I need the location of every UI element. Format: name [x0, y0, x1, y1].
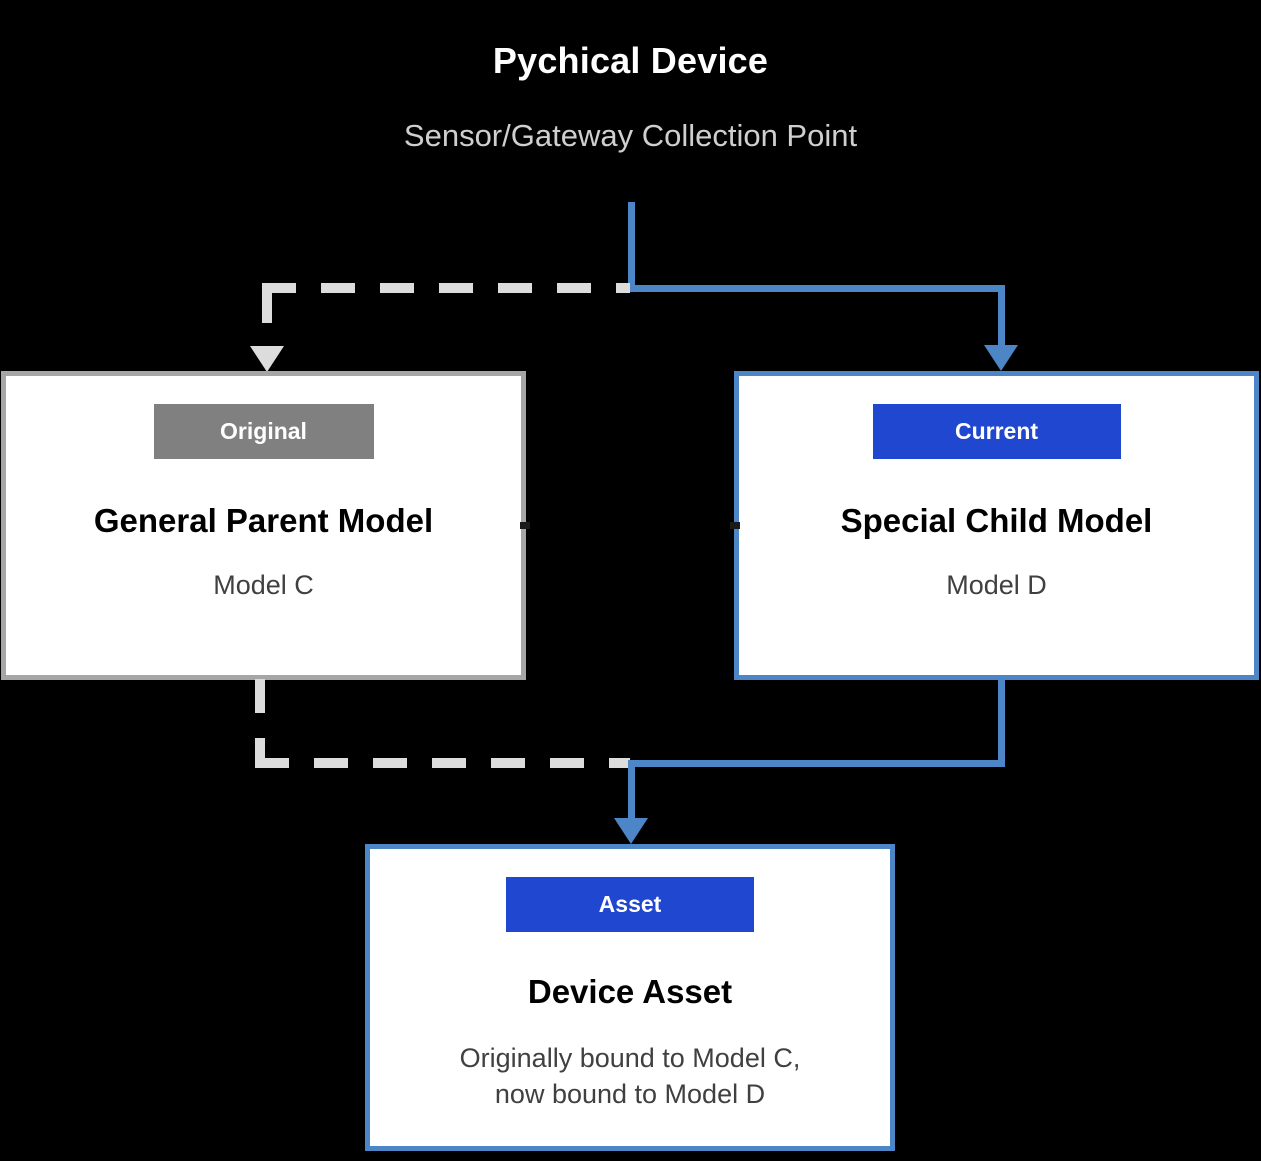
node-general-parent-model[interactable]: Original General Parent Model Model C: [1, 371, 526, 680]
connector-device-to-child-horizontal: [628, 285, 1005, 292]
arrow-head-device-to-child: [984, 345, 1018, 371]
connector-device-to-parent-horizontal: [262, 283, 630, 293]
arrow-head-device-to-parent: [250, 346, 284, 372]
connector-device-to-parent-corner: [262, 283, 272, 323]
node-device-asset[interactable]: Asset Device Asset Originally bound to M…: [365, 844, 895, 1151]
badge-current: Current: [872, 404, 1121, 459]
node-special-child-model[interactable]: Current Special Child Model Model D: [734, 371, 1259, 680]
page-subtitle: Sensor/Gateway Collection Point: [403, 118, 858, 153]
connector-child-to-asset-horizontal: [628, 760, 1005, 767]
connector-stub-left: [520, 522, 530, 529]
node-title-device-asset: Device Asset: [527, 973, 733, 1010]
connector-device-to-child-drop: [998, 285, 1005, 347]
node-subtitle-device-asset: Originally bound to Model C, now bound t…: [460, 1040, 801, 1112]
arrow-head-child-to-asset: [614, 818, 648, 844]
badge-asset: Asset: [506, 877, 754, 932]
node-title-special-child-model: Special Child Model: [840, 502, 1153, 539]
node-subtitle-device-asset-line2: now bound to Model D: [494, 1079, 766, 1109]
node-subtitle-model-d: Model D: [946, 570, 1047, 600]
connector-parent-to-asset-vertical: [255, 679, 265, 767]
connector-device-to-child-vertical: [628, 202, 635, 292]
node-title-general-parent-model: General Parent Model: [93, 502, 434, 539]
connector-child-to-asset-drop: [628, 760, 635, 820]
badge-original: Original: [153, 404, 374, 459]
connector-child-to-asset-vertical: [998, 679, 1005, 767]
connector-stub-right: [730, 522, 740, 529]
node-subtitle-model-c: Model C: [213, 570, 314, 600]
connector-parent-to-asset-horizontal: [255, 758, 630, 768]
page-title: Pychical Device: [492, 40, 769, 81]
node-subtitle-device-asset-line1: Originally bound to Model C,: [459, 1043, 801, 1073]
